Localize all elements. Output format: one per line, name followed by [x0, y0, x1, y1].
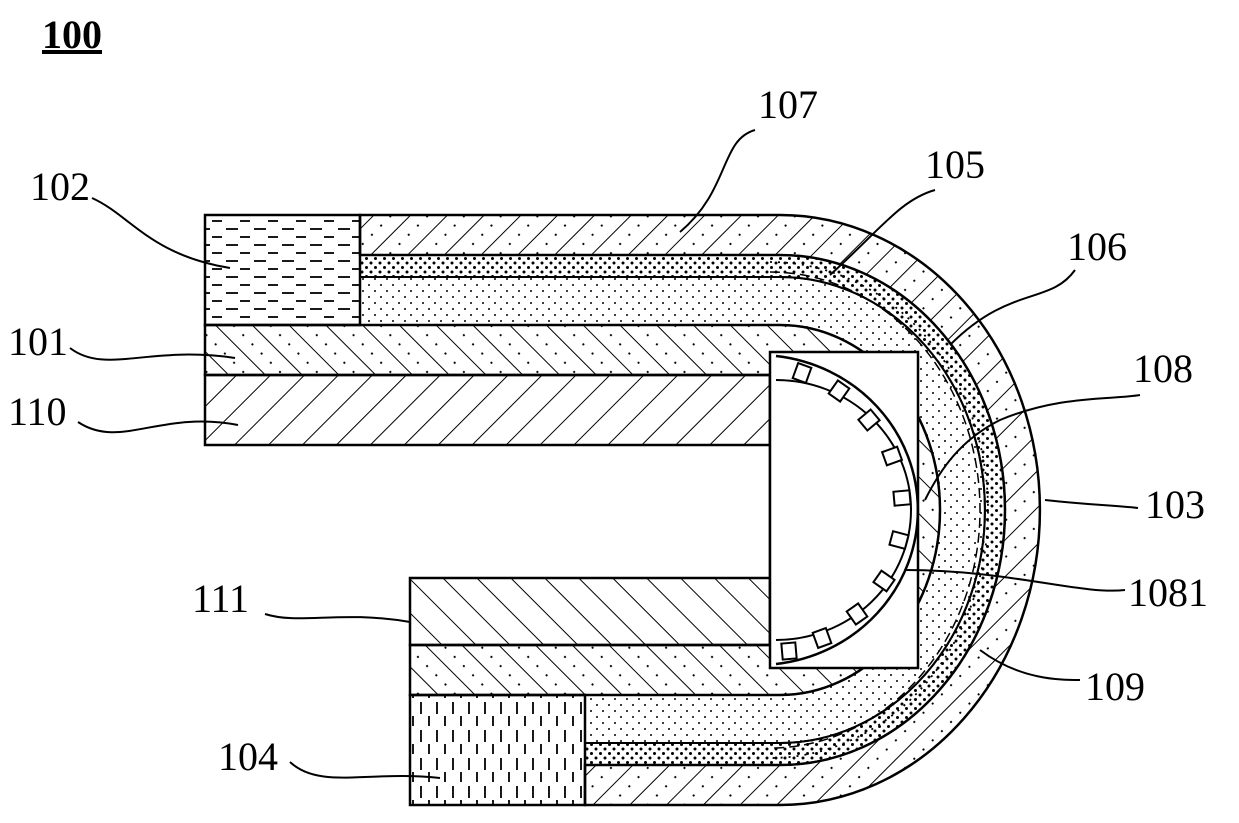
block-104	[410, 695, 585, 805]
label-111: 111	[192, 576, 249, 621]
label-103: 103	[1145, 482, 1205, 527]
label-102: 102	[30, 164, 90, 209]
label-1081: 1081	[1128, 570, 1208, 615]
layer-110	[205, 375, 770, 445]
label-104: 104	[218, 734, 278, 779]
figure-title: 100	[42, 12, 102, 57]
label-108: 108	[1133, 346, 1193, 391]
label-106: 106	[1067, 224, 1127, 269]
block-102	[205, 215, 360, 325]
label-107: 107	[758, 82, 818, 127]
layer-111	[410, 578, 770, 645]
cavity	[770, 352, 918, 668]
label-110: 110	[8, 389, 67, 434]
label-105: 105	[925, 142, 985, 187]
label-109: 109	[1085, 664, 1145, 709]
label-101: 101	[8, 319, 68, 364]
